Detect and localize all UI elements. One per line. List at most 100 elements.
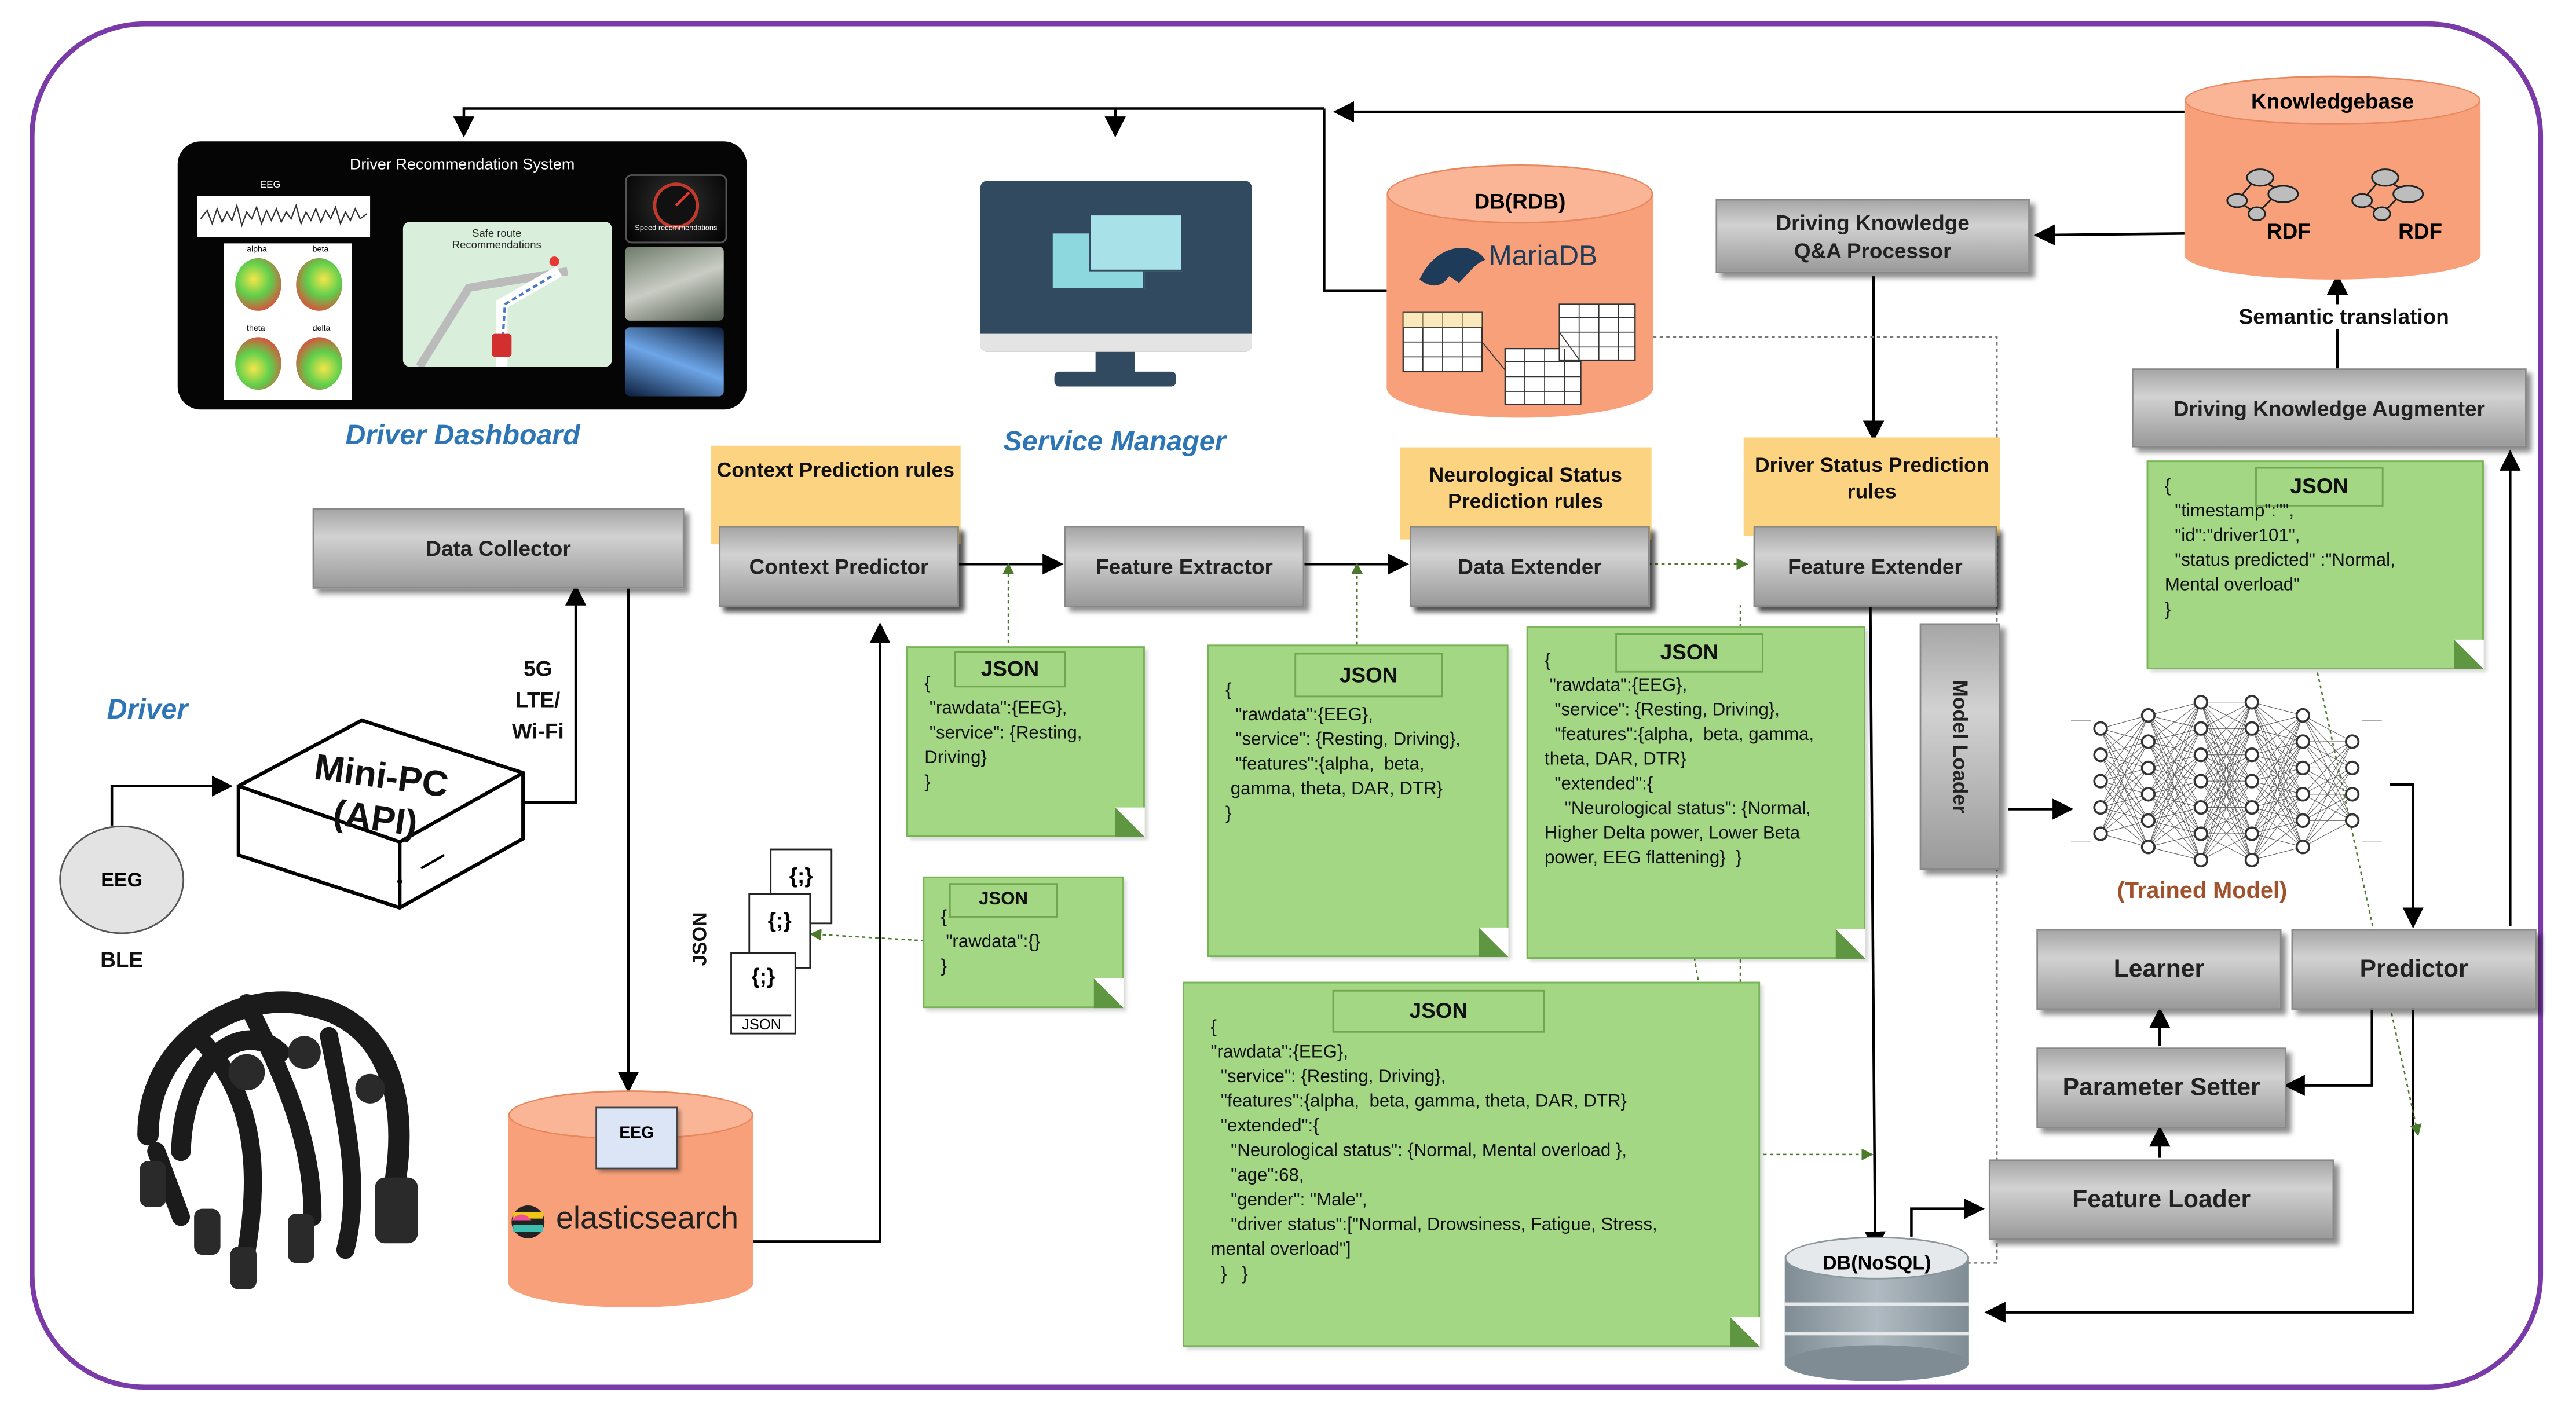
knowledgebase-title: Knowledgebase: [2251, 89, 2414, 113]
nn-node: [2093, 774, 2108, 789]
nn-edge: [2200, 702, 2252, 808]
line-to-mariadb: [1323, 108, 1391, 293]
json-note-1-tag: JSON: [954, 651, 1066, 688]
nn-node: [2295, 813, 2311, 828]
json-note-5: JSON { "rawdata":{EEG}, "service": {Rest…: [1183, 981, 1761, 1347]
semantic-translation-label: Semantic translation: [2238, 304, 2449, 329]
nn-edge: [2100, 715, 2149, 729]
nn-edge: [2252, 820, 2303, 860]
nn-edge: [2252, 846, 2303, 860]
nn-node: [2093, 721, 2108, 736]
nn-edge: [2251, 794, 2303, 860]
nn-edge: [2100, 715, 2149, 756]
json-note-2: JSON { "rawdata":{} }: [923, 876, 1124, 1009]
json-note-6-text: { "timestamp":"", "id":"driver101", "sta…: [2164, 477, 2395, 620]
nn-edge: [2100, 820, 2149, 834]
brain-map-icon: [235, 258, 281, 311]
feature-extender-box-front: Feature Extender: [1753, 526, 1997, 607]
nn-node: [2244, 695, 2260, 710]
json-note-3-tag: JSON: [1294, 653, 1443, 698]
arrow-nosql-to-loader: [1910, 1198, 1985, 1237]
nn-edge: [2147, 702, 2201, 847]
nn-node: [2244, 852, 2260, 868]
eeg-sensor-circle: EEG: [59, 825, 185, 934]
nn-node: [2193, 800, 2208, 815]
nn-edge: [2251, 715, 2303, 808]
map-caption: Safe route Recommendations: [452, 228, 541, 252]
json-note-6: JSON { "timestamp":"", "id":"driver101",…: [2146, 460, 2484, 670]
band-delta: delta: [312, 324, 331, 334]
driver-dashboard-heading: Driver Dashboard: [345, 419, 580, 451]
nn-edge: [2148, 702, 2201, 795]
nn-edge: [2251, 715, 2303, 860]
nn-edge: [2251, 741, 2303, 860]
eeg-wave-icon: [200, 203, 368, 228]
rdf-label-1: RDF: [2266, 218, 2311, 244]
nn-node: [2140, 708, 2156, 723]
nn-node: [2140, 813, 2156, 828]
nn-edge: [2148, 702, 2201, 742]
nn-node: [2093, 800, 2108, 815]
nn-edge: [2200, 702, 2252, 834]
nn-node: [2140, 840, 2156, 855]
nn-node: [2295, 708, 2311, 723]
band-alpha: alpha: [247, 245, 267, 255]
nn-edge: [2200, 702, 2252, 782]
feature-loader-box: Feature Loader: [1988, 1159, 2334, 1240]
nn-node: [2244, 747, 2260, 763]
band-theta: theta: [247, 324, 265, 334]
arrow-predictor-to-param: [2284, 1006, 2373, 1096]
nn-edge: [2303, 741, 2352, 795]
dotted-nn-to-predictor: [2315, 666, 2422, 1137]
arrow-minipc-to-collector: [523, 584, 587, 804]
nn-edge: [2100, 794, 2149, 834]
brain-map-icon: [235, 337, 281, 390]
json-file-icon-3: {;} JSON: [730, 952, 796, 1035]
nn-edge: [2200, 702, 2252, 756]
brain-map-icon: [296, 258, 342, 311]
trained-model-label: (Trained Model): [2117, 876, 2288, 903]
nn-node: [2344, 787, 2360, 802]
json-note-6-tag: JSON: [2255, 467, 2384, 507]
road-image: [625, 247, 724, 321]
nn-edge: [2147, 728, 2201, 847]
elasticsearch-cylinder: EEG elasticsearch: [508, 1090, 753, 1308]
json-note-1: JSON { "rawdata":{EEG}, "service": {Rest…: [906, 646, 1145, 837]
json-note-4-tag: JSON: [1615, 633, 1763, 673]
nn-node: [2193, 852, 2208, 868]
monitor-icon: [980, 181, 1252, 394]
eeg-wave-panel: EEG: [197, 181, 371, 237]
nn-node: [2295, 734, 2311, 749]
arrow-kb-to-qa: [2033, 224, 2185, 245]
augmenter-box: Driving Knowledge Augmenter: [2132, 368, 2527, 448]
nn-node: [2244, 826, 2260, 841]
nn-node: [2295, 840, 2311, 855]
nn-edge: [2100, 715, 2149, 808]
nn-node: [2244, 721, 2260, 736]
nn-node: [2344, 760, 2360, 776]
parameter-setter-box: Parameter Setter: [2036, 1047, 2287, 1128]
nn-edge: [2200, 728, 2252, 860]
nn-node: [2244, 800, 2260, 815]
driver-dashboard-panel: Driver Recommendation System EEG alpha b…: [177, 141, 747, 410]
json-note-3: JSON { "rawdata":{EEG}, "service": {Rest…: [1207, 644, 1509, 958]
nn-edge: [2100, 715, 2149, 782]
service-manager-heading: Service Manager: [1003, 426, 1226, 457]
nn-edge: [2148, 754, 2201, 848]
nn-edge: [2100, 741, 2149, 834]
nn-edge: [2302, 741, 2353, 847]
json-file-glyph-1: {;}: [789, 863, 813, 888]
nn-edge: [2148, 780, 2201, 848]
nn-edge: [2100, 715, 2149, 834]
mariadb-cylinder: DB(RDB) MariaDB: [1386, 164, 1653, 419]
outer-frame: [30, 21, 2544, 1390]
nn-node: [2193, 721, 2208, 736]
json-note-2-text: { "rawdata":{} }: [941, 907, 1041, 977]
driver-heading: Driver: [107, 694, 188, 725]
nn-edge: [2148, 846, 2201, 860]
json-note-5-tag: JSON: [1332, 989, 1545, 1033]
